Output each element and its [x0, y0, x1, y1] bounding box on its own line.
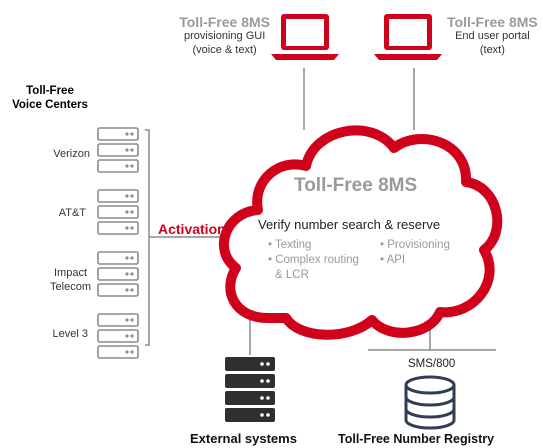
activation-label: Activation [158, 221, 226, 237]
voice-centers-heading: Toll-Free Voice Centers [3, 84, 97, 112]
end-user-portal-label: Toll-Free 8MS End user portal (text) [447, 15, 538, 57]
verizon-server-icon [97, 127, 139, 173]
end-user-portal-line2: (text) [479, 44, 505, 56]
provisioning-gui-label: Toll-Free 8MS provisioning GUI (voice & … [179, 15, 270, 57]
verizon-label: Verizon [53, 148, 90, 160]
sms800-label: SMS/800 [408, 358, 456, 370]
voice-centers-bracket [145, 129, 150, 346]
laptop-icon [374, 14, 442, 60]
cloud-features-left: • Texting • Complex routing & LCR [268, 238, 359, 283]
end-user-portal-title: Toll-Free 8MS [447, 14, 538, 30]
att-server-icon [97, 189, 139, 235]
level3-label-text: Level 3 [52, 328, 88, 340]
external-systems-label: External systems [190, 431, 297, 446]
feature-complex-routing: • Complex routing [268, 254, 359, 266]
end-user-portal-line1: End user portal [455, 30, 530, 42]
registry-label: Toll-Free Number Registry [338, 432, 495, 446]
impact-telecom-server-icon [97, 251, 139, 297]
provisioning-gui-line2: (voice & text) [192, 44, 257, 56]
laptop-icon [271, 14, 339, 60]
feature-lcr: & LCR [275, 269, 309, 281]
level3-label: Level 3 [53, 328, 88, 340]
verizon-label-text: Verizon [53, 148, 90, 160]
cloud-title: Toll-Free 8MS [294, 175, 418, 196]
impact-label-line2: Telecom [50, 281, 91, 293]
cloud-features-right: • Provisioning • API [380, 238, 450, 268]
feature-api: • API [380, 254, 406, 266]
att-label-text: AT&T [58, 207, 86, 219]
provisioning-gui-title: Toll-Free 8MS [179, 14, 270, 30]
att-label: AT&T [59, 207, 86, 219]
database-icon [404, 375, 456, 430]
voice-centers-heading-line1: Toll-Free [26, 85, 74, 97]
cloud-subtitle: Verify number search & reserve [258, 217, 441, 232]
external-systems-server-icon [225, 357, 275, 422]
impact-label-line1: Impact [54, 267, 88, 279]
impact-telecom-label: Impact Telecom [50, 266, 91, 294]
feature-texting: • Texting [268, 239, 312, 251]
level3-server-icon [97, 313, 139, 359]
feature-provisioning: • Provisioning [380, 239, 450, 251]
cloud-shape [218, 125, 503, 340]
provisioning-gui-line1: provisioning GUI [183, 30, 266, 42]
voice-centers-heading-line2: Voice Centers [12, 99, 88, 111]
